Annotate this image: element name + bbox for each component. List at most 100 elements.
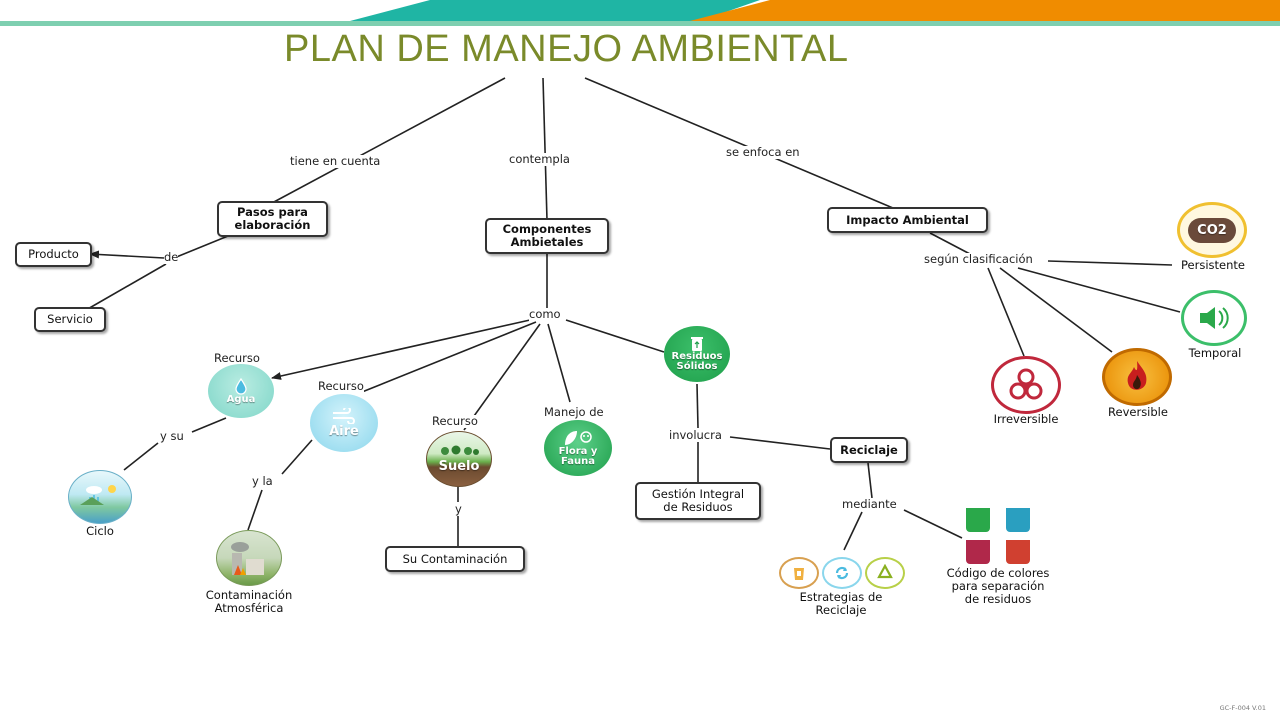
link-label-se-enfoca-en: se enfoca en xyxy=(726,145,800,159)
green-bin-icon xyxy=(966,508,990,532)
link-label-de: de xyxy=(164,250,179,264)
red-bin-icon xyxy=(966,540,990,564)
factory-smoke-icon xyxy=(231,542,264,575)
node-residuos-solidos[interactable]: Residuos Sólidos xyxy=(664,326,730,382)
blue-bin-icon xyxy=(1006,508,1030,532)
banner-stripe xyxy=(0,21,1280,26)
node-servicio[interactable]: Servicio xyxy=(34,307,106,332)
link-pasos-de xyxy=(173,235,229,259)
node-reversible[interactable] xyxy=(1102,348,1172,406)
link-label-recurso-agua: Recurso xyxy=(214,351,260,365)
reduce-bin-icon xyxy=(794,568,804,580)
link-label-contempla: contempla xyxy=(509,152,570,166)
link-label-tiene-en-cuenta: tiene en cuenta xyxy=(290,154,381,168)
link-segun-persistente xyxy=(1047,260,1173,266)
link-reciclaje-mediante xyxy=(867,462,873,499)
recycle-triangle-icon xyxy=(877,564,893,579)
link-title-impacto xyxy=(584,77,894,209)
link-ysu-ciclo xyxy=(123,442,159,471)
link-label-manejo-de: Manejo de xyxy=(544,405,604,419)
link-como-flora xyxy=(547,323,571,403)
node-agua[interactable]: Agua xyxy=(208,364,274,418)
node-agua-label: Agua xyxy=(226,394,256,405)
banner-teal-shape xyxy=(350,0,760,21)
link-label-como: como xyxy=(529,307,561,321)
link-como-suelo xyxy=(463,323,541,431)
orange-bin-icon xyxy=(1006,540,1030,564)
caption-estrategias-reciclaje: Estrategias de Reciclaje xyxy=(799,590,883,617)
link-residuos-involucra xyxy=(696,383,699,429)
link-de-producto xyxy=(89,250,165,259)
caption-irreversible: Irreversible xyxy=(993,412,1059,426)
fire-icon xyxy=(1127,361,1147,390)
node-suelo[interactable]: Suelo xyxy=(426,431,492,487)
link-label-y-su: y su xyxy=(160,429,184,443)
link-impacto-segun xyxy=(929,232,971,255)
node-aire-label: Aire xyxy=(329,423,359,439)
link-yla-contaminacion xyxy=(247,489,263,531)
link-label-involucra: involucra xyxy=(669,428,722,442)
link-label-recurso-aire: Recurso xyxy=(318,379,364,393)
link-label-segun-clasificacion: según clasificación xyxy=(924,252,1033,266)
node-flora-fauna[interactable]: Flora y Fauna xyxy=(544,420,612,476)
link-label-recurso-suelo: Recurso xyxy=(432,414,478,428)
link-title-componentes xyxy=(542,77,548,221)
biohazard-icon xyxy=(1009,368,1043,400)
node-pasos-para-elaboracion[interactable]: Pasos para elaboración xyxy=(217,201,328,237)
node-residuos-label: Residuos Sólidos xyxy=(671,351,723,372)
recycle-icon xyxy=(865,557,905,589)
node-producto[interactable]: Producto xyxy=(15,242,92,267)
link-segun-irreversible xyxy=(987,267,1025,357)
recycle-bin-icon xyxy=(691,337,703,351)
link-aire-yla xyxy=(281,439,313,475)
footer-code: GC-F-004 V.01 xyxy=(1219,704,1266,712)
link-involucra-reciclaje xyxy=(729,436,831,450)
link-mediante-estrategias xyxy=(843,511,863,551)
caption-contaminacion-atmosferica: Contaminación Atmosférica xyxy=(205,588,293,615)
link-de-servicio xyxy=(85,263,167,311)
node-impacto-ambiental[interactable]: Impacto Ambiental xyxy=(827,207,988,233)
co2-cloud-icon: CO2 xyxy=(1188,217,1236,243)
leaf-animal-icon xyxy=(565,431,592,445)
page-title: PLAN DE MANEJO AMBIENTAL xyxy=(284,28,849,70)
link-title-pasos xyxy=(271,77,506,204)
link-segun-reversible xyxy=(999,267,1113,353)
link-label-y-la: y la xyxy=(252,474,273,488)
node-suelo-label: Suelo xyxy=(438,458,480,474)
node-aire[interactable]: Aire xyxy=(310,394,378,452)
reuse-icon xyxy=(822,557,862,589)
header-banner xyxy=(0,0,1280,26)
node-persistente[interactable]: CO2 xyxy=(1177,202,1247,258)
link-label-y: y xyxy=(455,502,462,516)
caption-ciclo: Ciclo xyxy=(86,524,114,538)
caption-reversible: Reversible xyxy=(1108,405,1168,419)
reuse-arrows-icon xyxy=(835,566,849,580)
node-su-contaminacion[interactable]: Su Contaminación xyxy=(385,546,525,572)
link-como-residuos xyxy=(565,319,665,353)
caption-temporal: Temporal xyxy=(1188,346,1242,360)
node-flora-fauna-label: Flora y Fauna xyxy=(558,446,598,467)
node-irreversible[interactable] xyxy=(991,356,1061,414)
link-como-agua xyxy=(271,319,531,380)
water-drop-icon xyxy=(235,377,247,395)
node-componentes-ambientales[interactable]: Componentes Ambietales xyxy=(485,218,609,254)
water-cycle-icon xyxy=(80,485,116,505)
banner-orange-shape xyxy=(690,0,1280,21)
wind-icon xyxy=(333,407,355,424)
node-reciclaje[interactable]: Reciclaje xyxy=(830,437,908,463)
link-agua-ysu xyxy=(191,417,227,433)
trees-icon xyxy=(441,445,479,455)
caption-codigo-colores: Código de colores para separación de res… xyxy=(946,566,1050,606)
link-label-mediante: mediante xyxy=(842,497,897,511)
node-ciclo[interactable] xyxy=(68,470,132,524)
reduce-icon xyxy=(779,557,819,589)
link-segun-temporal xyxy=(1017,267,1181,313)
caption-persistente: Persistente xyxy=(1181,258,1245,272)
link-como-aire xyxy=(361,321,537,393)
speaker-icon xyxy=(1200,307,1229,329)
link-mediante-codigo xyxy=(903,509,963,539)
node-contaminacion-atmosferica[interactable] xyxy=(216,530,282,586)
node-temporal[interactable] xyxy=(1181,290,1247,346)
node-gestion-integral-residuos[interactable]: Gestión Integral de Residuos xyxy=(635,482,761,520)
